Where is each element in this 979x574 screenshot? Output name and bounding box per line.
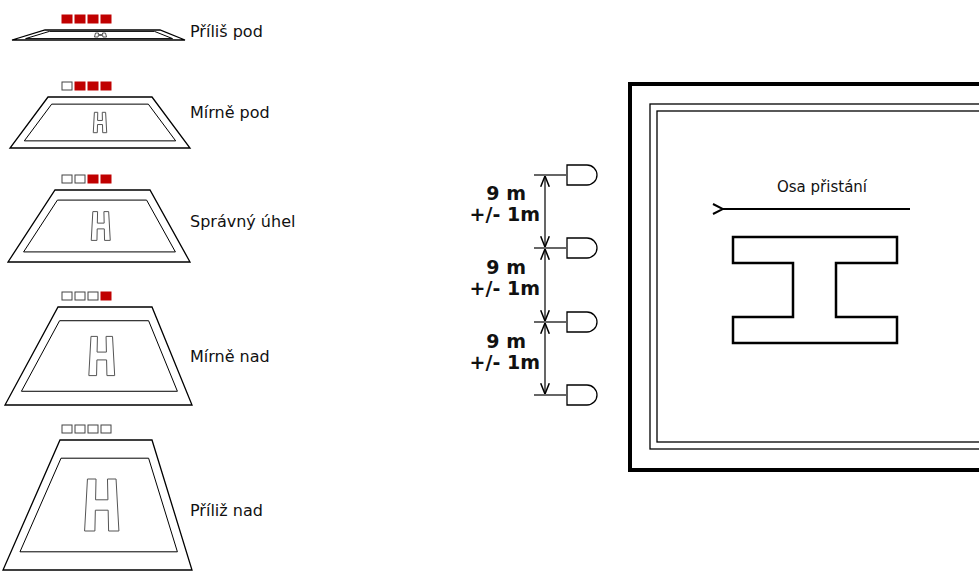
dimension-value: 9 m [486, 330, 526, 353]
helipad-icon [10, 82, 190, 148]
helipad-icon [12, 15, 185, 40]
dimension-value: 9 m [486, 256, 526, 279]
state-label: Mírně nad [190, 347, 270, 366]
dimension-tolerance: +/- 1m [470, 203, 540, 226]
landing-axis-arrow [723, 208, 910, 210]
helipad-icon [8, 175, 190, 262]
helipad-icon [3, 425, 192, 570]
pad-border [650, 104, 979, 449]
helipad-icons [3, 15, 192, 570]
state-label: Příliž nad [190, 501, 263, 520]
helipad-icon [5, 292, 192, 405]
dimension-tolerance: +/- 1m [470, 351, 540, 374]
h-marking [733, 237, 897, 343]
dimension-value: 9 m [486, 182, 526, 205]
dimension-tolerance: +/- 1m [470, 277, 540, 300]
state-label: Příliš pod [190, 22, 263, 41]
light-unit [567, 165, 597, 405]
state-label: Správný úhel [190, 212, 295, 231]
helipad-square: Osa přistání [628, 82, 979, 472]
state-label: Mírně pod [190, 103, 270, 122]
axis-label: Osa přistání [777, 178, 867, 196]
